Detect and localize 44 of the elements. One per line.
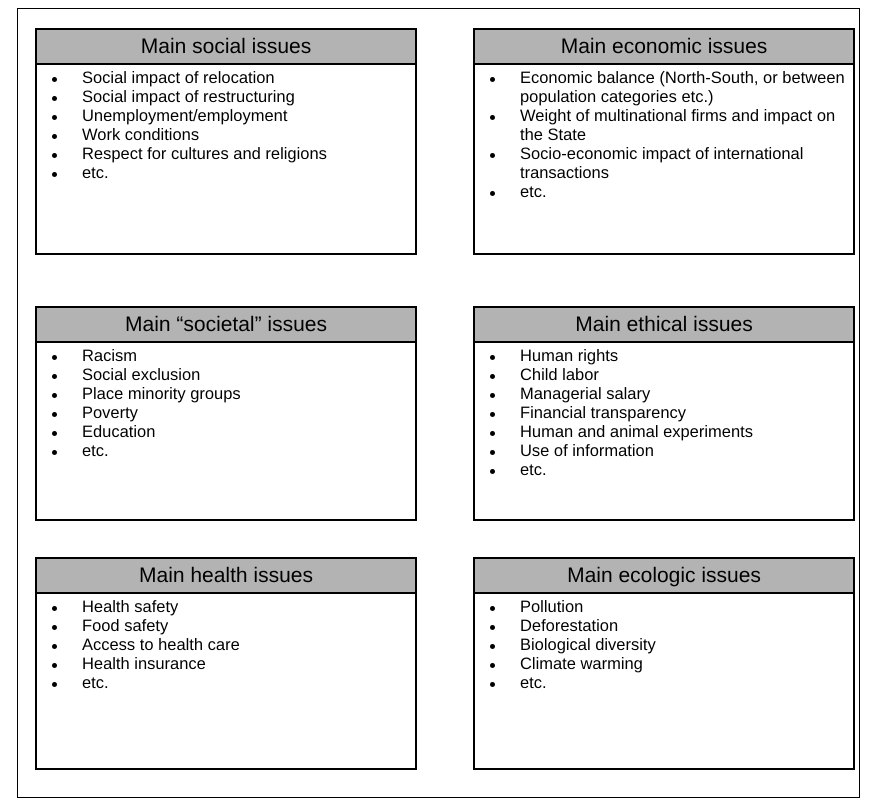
list-item: Health safety bbox=[82, 598, 180, 617]
card-heading: Main “societal” issues bbox=[37, 308, 415, 343]
issue-card bbox=[473, 306, 855, 521]
list-item: Climate warming bbox=[520, 655, 644, 674]
list-item: Use of information bbox=[520, 442, 655, 461]
list-item: Managerial salary bbox=[520, 385, 652, 404]
card-heading: Main ecologic issues bbox=[475, 559, 853, 594]
list-item: Social exclusion bbox=[82, 366, 202, 385]
list-item: Health insurance bbox=[82, 655, 207, 674]
list-item: Weight of multinational firms and impact on the State bbox=[520, 107, 836, 145]
list-item: Social impact of restructuring bbox=[82, 88, 296, 107]
list-item: etc. bbox=[520, 183, 548, 202]
list-item: Child labor bbox=[520, 366, 600, 385]
list-item: Biological diversity bbox=[520, 636, 657, 655]
list-item: Work conditions bbox=[82, 126, 200, 145]
issue-card bbox=[35, 557, 417, 770]
list-item: Respect for cultures and religions bbox=[82, 145, 328, 164]
list-item: Food safety bbox=[82, 617, 170, 636]
list-item: etc. bbox=[82, 164, 110, 183]
issue-card bbox=[473, 28, 855, 255]
list-item: Deforestation bbox=[520, 617, 620, 636]
list-item: etc. bbox=[82, 674, 110, 693]
card-heading: Main ethical issues bbox=[475, 308, 853, 343]
list-item: Human and animal experiments bbox=[520, 423, 754, 442]
card-heading: Main economic issues bbox=[475, 30, 853, 65]
list-item: Racism bbox=[82, 347, 138, 366]
issue-card bbox=[473, 557, 855, 770]
list-item: Poverty bbox=[82, 404, 139, 423]
list-item: Unemployment/employment bbox=[82, 107, 288, 126]
issue-card bbox=[35, 306, 417, 521]
list-item: Human rights bbox=[520, 347, 620, 366]
card-heading: Main health issues bbox=[37, 559, 415, 594]
list-item: Social impact of relocation bbox=[82, 69, 276, 88]
list-item: etc. bbox=[520, 461, 548, 480]
list-item: etc. bbox=[82, 442, 110, 461]
list-item: Access to health care bbox=[82, 636, 241, 655]
list-item: Pollution bbox=[520, 598, 584, 617]
list-item: Place minority groups bbox=[82, 385, 242, 404]
card-heading: Main social issues bbox=[37, 30, 415, 65]
list-item: etc. bbox=[520, 674, 548, 693]
list-item: Education bbox=[82, 423, 156, 442]
list-item: Financial transparency bbox=[520, 404, 687, 423]
list-item: Economic balance (North-South, or between population categories etc.) bbox=[520, 69, 846, 107]
issue-card bbox=[35, 28, 417, 255]
